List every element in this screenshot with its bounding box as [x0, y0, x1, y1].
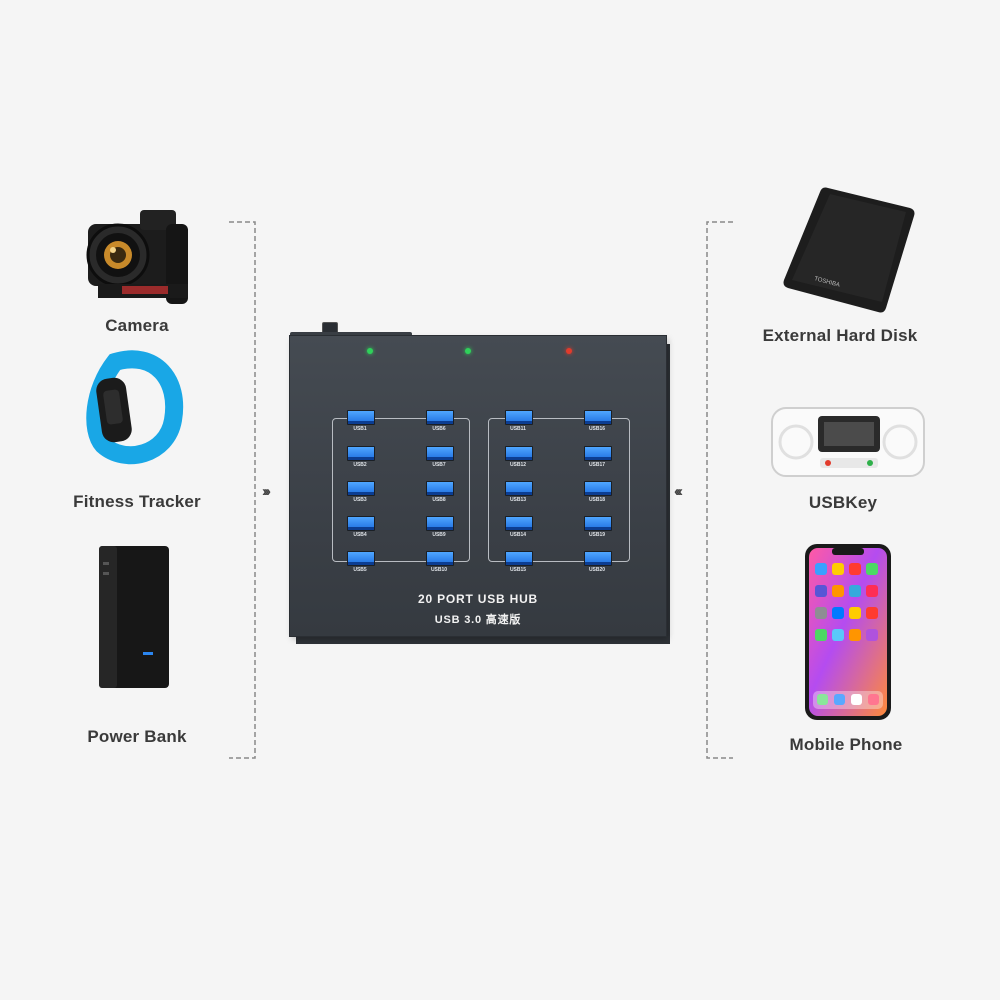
app-icon [832, 585, 844, 597]
hub-top-edge [290, 332, 412, 338]
usb-port-label: USB6 [432, 426, 446, 432]
app-icon [849, 585, 861, 597]
status-led-3 [566, 348, 572, 354]
right-arrows: ‹‹‹ [674, 483, 683, 500]
usb-port-label: USB10 [430, 567, 448, 573]
usb-port-label: USB16 [588, 426, 606, 432]
app-icon [832, 629, 844, 641]
app-icon [832, 563, 844, 575]
app-icon [815, 607, 827, 619]
usb-port-label: USB11 [510, 426, 526, 432]
mobile-phone-icon [805, 544, 891, 720]
usb-port-label: USB20 [588, 567, 606, 573]
power-bank-device [95, 542, 175, 692]
usb-port-14 [505, 516, 533, 531]
usb-port-18 [584, 481, 612, 496]
usb-port-label: USB4 [353, 532, 367, 538]
app-icon [866, 629, 878, 641]
app-icon [849, 607, 861, 619]
app-icon [815, 629, 827, 641]
usb-port-2 [347, 446, 375, 461]
app-icon [815, 585, 827, 597]
usb-port-1 [347, 410, 375, 425]
usb-port-label: USB5 [353, 567, 367, 573]
usb-port-8 [426, 481, 454, 496]
status-led-1 [367, 348, 373, 354]
app-icon [849, 563, 861, 575]
usb-port-label: USB9 [432, 532, 446, 538]
usb-port-17 [584, 446, 612, 461]
usb-port-7 [426, 446, 454, 461]
usb-port-12 [505, 446, 533, 461]
usb-port-6 [426, 410, 454, 425]
right-bracket [706, 221, 733, 759]
usb-port-label: USB8 [432, 497, 446, 503]
hub-subtitle: USB 3.0 高速版 [434, 614, 522, 626]
usbkey-device [770, 402, 926, 482]
usb-port-label: USB14 [509, 532, 527, 538]
device-label-mobile-phone: Mobile Phone [789, 735, 903, 754]
dock-app-icon [851, 694, 862, 705]
usb-port-10 [426, 551, 454, 566]
usb-port-label: USB7 [432, 462, 446, 468]
usb-port-13 [505, 481, 533, 496]
usb-port-label: USB1 [353, 426, 367, 432]
usb-port-20 [584, 551, 612, 566]
dock-app-icon [868, 694, 879, 705]
usb-port-label: USB17 [588, 462, 606, 468]
app-icon [866, 585, 878, 597]
usb-port-9 [426, 516, 454, 531]
usb-port-label: USB15 [509, 567, 527, 573]
dock-app-icon [834, 694, 845, 705]
usb-port-11 [505, 410, 533, 425]
usb-port-label: USB3 [353, 497, 367, 503]
port-group-left [332, 418, 470, 562]
device-label-camera: Camera [105, 316, 169, 335]
usb-port-16 [584, 410, 612, 425]
hard-disk-icon: TOSHIBA [783, 187, 915, 313]
camera-icon [86, 210, 188, 304]
usb-port-5 [347, 551, 375, 566]
app-icon [866, 607, 878, 619]
device-label-usbkey: USBKey [808, 493, 878, 512]
hub-bottom-shadow [296, 636, 670, 644]
usb-port-label: USB2 [353, 462, 367, 468]
power-bank-icon [99, 546, 169, 688]
fitness-tracker-icon [86, 350, 184, 465]
fitness-tracker-device [85, 350, 195, 470]
usb-port-label: USB18 [588, 497, 606, 503]
usb-port-4 [347, 516, 375, 531]
left-arrows: ››› [262, 483, 271, 500]
device-label-external-hard-disk: External Hard Disk [762, 326, 918, 345]
usb-port-15 [505, 551, 533, 566]
app-icon [832, 607, 844, 619]
usb-port-3 [347, 481, 375, 496]
hard-disk-device: TOSHIBA [778, 180, 918, 320]
mobile-phone-device [804, 543, 892, 723]
usb-port-label: USB13 [509, 497, 527, 503]
status-led-2 [465, 348, 471, 354]
usb-port-19 [584, 516, 612, 531]
usb-port-label: USB19 [588, 532, 606, 538]
app-icon [815, 563, 827, 575]
camera-device [70, 200, 200, 310]
device-label-power-bank: Power Bank [87, 727, 187, 746]
device-label-fitness-tracker: Fitness Tracker [73, 492, 201, 511]
port-group-right [488, 418, 630, 562]
dock-app-icon [817, 694, 828, 705]
left-bracket [229, 221, 256, 759]
usbkey-icon [771, 407, 925, 477]
usb-port-label: USB12 [509, 462, 527, 468]
hub-side-shadow [666, 344, 670, 644]
app-icon [866, 563, 878, 575]
hub-title: 20 PORT USB HUB [417, 592, 539, 606]
app-icon [849, 629, 861, 641]
